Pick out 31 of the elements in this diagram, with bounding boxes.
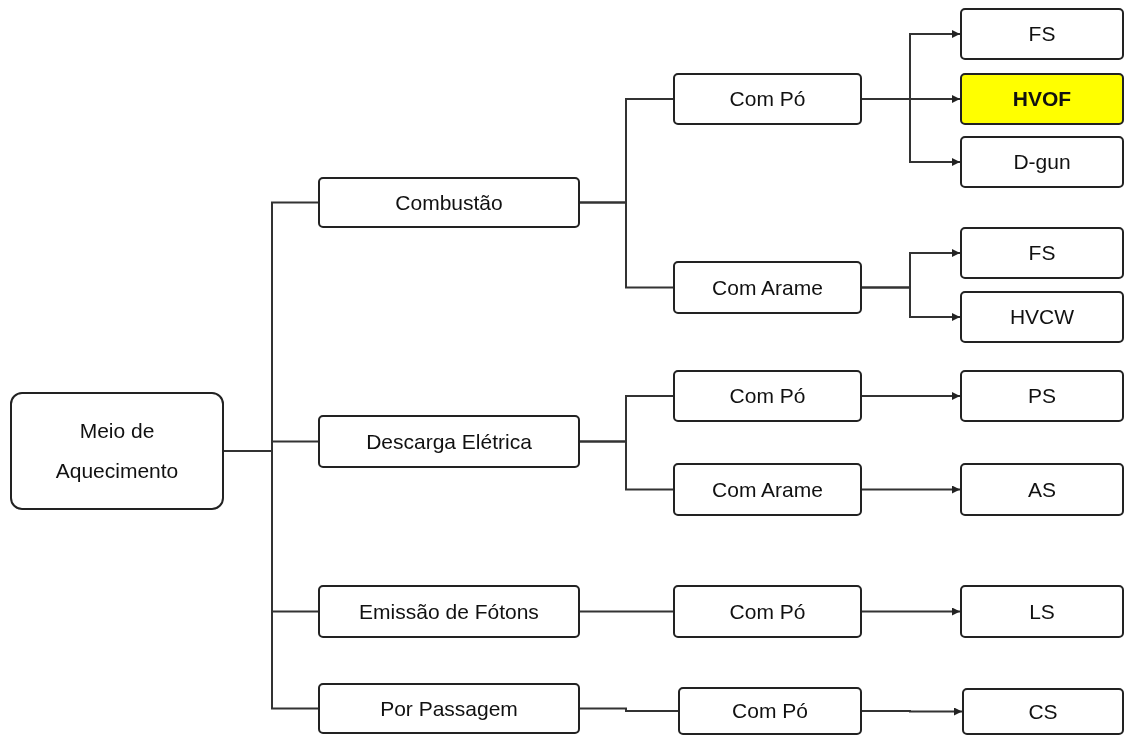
process-box: Com Pó: [678, 687, 862, 735]
process-box: Por Passagem: [318, 683, 580, 734]
arrow: [861, 485, 961, 494]
connector-line: [579, 707, 679, 712]
process-box: D-gun: [960, 136, 1124, 188]
connector-line: [579, 440, 674, 491]
connector-line: [223, 450, 319, 710]
process-box: AS: [960, 463, 1124, 516]
process-box: HVOF: [960, 73, 1124, 125]
arrow: [861, 286, 961, 321]
process-box: Descarga Elétrica: [318, 415, 580, 468]
process-box: Emissão de Fótons: [318, 585, 580, 638]
process-box: LS: [960, 585, 1124, 638]
process-box: Combustão: [318, 177, 580, 228]
process-box: Com Pó: [673, 585, 862, 638]
arrow: [861, 707, 963, 716]
arrow: [861, 392, 961, 400]
process-box: Com Arame: [673, 463, 862, 516]
process-box: FS: [960, 227, 1124, 279]
arrow: [861, 98, 961, 166]
connector-line: [579, 201, 674, 289]
process-box: Com Arame: [673, 261, 862, 314]
arrow: [861, 607, 961, 616]
process-box: PS: [960, 370, 1124, 422]
process-box: HVCW: [960, 291, 1124, 343]
connector-line: [579, 610, 674, 613]
process-box: Com Pó: [673, 370, 862, 422]
process-box: FS: [960, 8, 1124, 60]
root-box: Meio de Aquecimento: [10, 392, 224, 510]
process-box: Com Pó: [673, 73, 862, 125]
process-box: CS: [962, 688, 1124, 735]
